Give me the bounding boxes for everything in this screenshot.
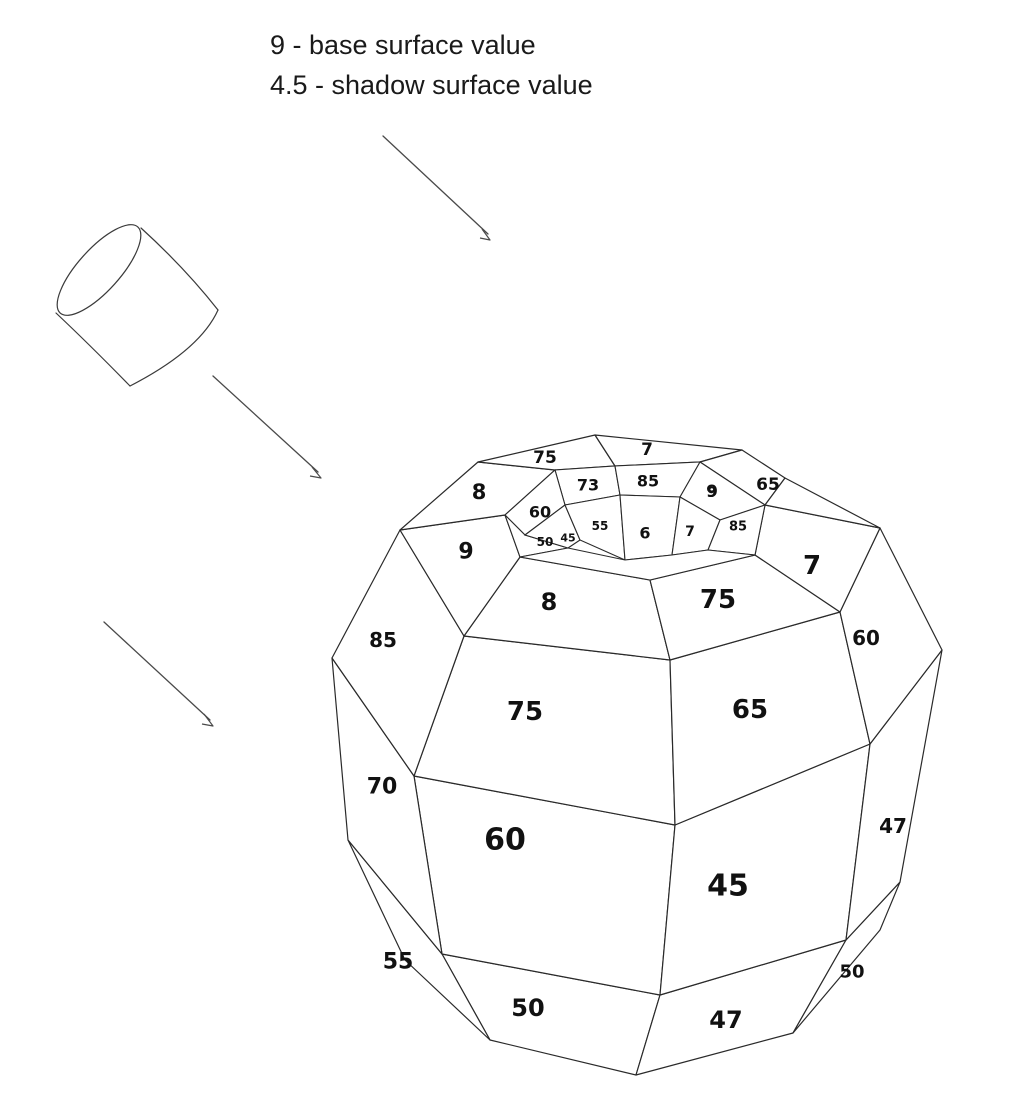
value-middle-2: 65 (732, 695, 768, 725)
value-upper-3: 75 (700, 585, 736, 615)
value-upper-4: 85 (369, 628, 397, 652)
light-ray-arrow-2 (212, 375, 322, 479)
value-lower-4: 50 (839, 962, 864, 983)
value-bottom-1: 50 (511, 994, 544, 1022)
value-top-6: 7 (803, 551, 821, 581)
value-lower-2: 45 (707, 869, 749, 904)
value-inner-9: 7 (685, 524, 695, 540)
value-middle-4: 47 (879, 814, 907, 838)
legend-base-value: 9 - base surface value (270, 30, 536, 60)
value-inner-7: 55 (592, 519, 609, 533)
value-upper-2: 8 (541, 588, 558, 616)
value-bottom-2: 47 (709, 1006, 742, 1034)
value-inner-3: 60 (529, 503, 551, 522)
face-top-right (764, 477, 881, 529)
light-source-icon (55, 224, 219, 387)
legend-shadow-value: 4.5 - shadow surface value (270, 70, 593, 100)
light-ray-arrow-3 (103, 621, 214, 727)
light-ray-arrow-1 (382, 135, 491, 241)
value-top-1: 75 (533, 448, 557, 468)
value-top-4: 9 (706, 482, 718, 502)
value-inner-10: 85 (729, 520, 747, 535)
value-top-3: 8 (472, 480, 487, 504)
value-inner-5: 50 (537, 535, 554, 549)
value-lower-1: 60 (484, 823, 526, 858)
value-top-5: 65 (756, 475, 780, 495)
face-values: 75 7 8 9 65 7 73 85 60 9 50 45 55 6 7 85… (367, 440, 907, 1034)
faceted-barrel (331, 434, 943, 1076)
value-inner-2: 85 (637, 472, 659, 491)
value-lower-3: 55 (383, 950, 414, 975)
face-inner-rim (519, 547, 756, 581)
value-inner-4: 9 (707, 485, 717, 501)
legend: 9 - base surface value 4.5 - shadow surf… (270, 30, 593, 100)
value-top-2: 7 (641, 440, 653, 460)
value-middle-3: 70 (367, 775, 398, 800)
value-upper-1: 9 (458, 540, 473, 565)
value-inner-8: 6 (639, 524, 650, 543)
value-inner-1: 73 (577, 476, 599, 495)
value-middle-1: 75 (507, 697, 543, 727)
value-upper-5: 60 (852, 626, 880, 650)
value-inner-6: 45 (560, 532, 575, 545)
